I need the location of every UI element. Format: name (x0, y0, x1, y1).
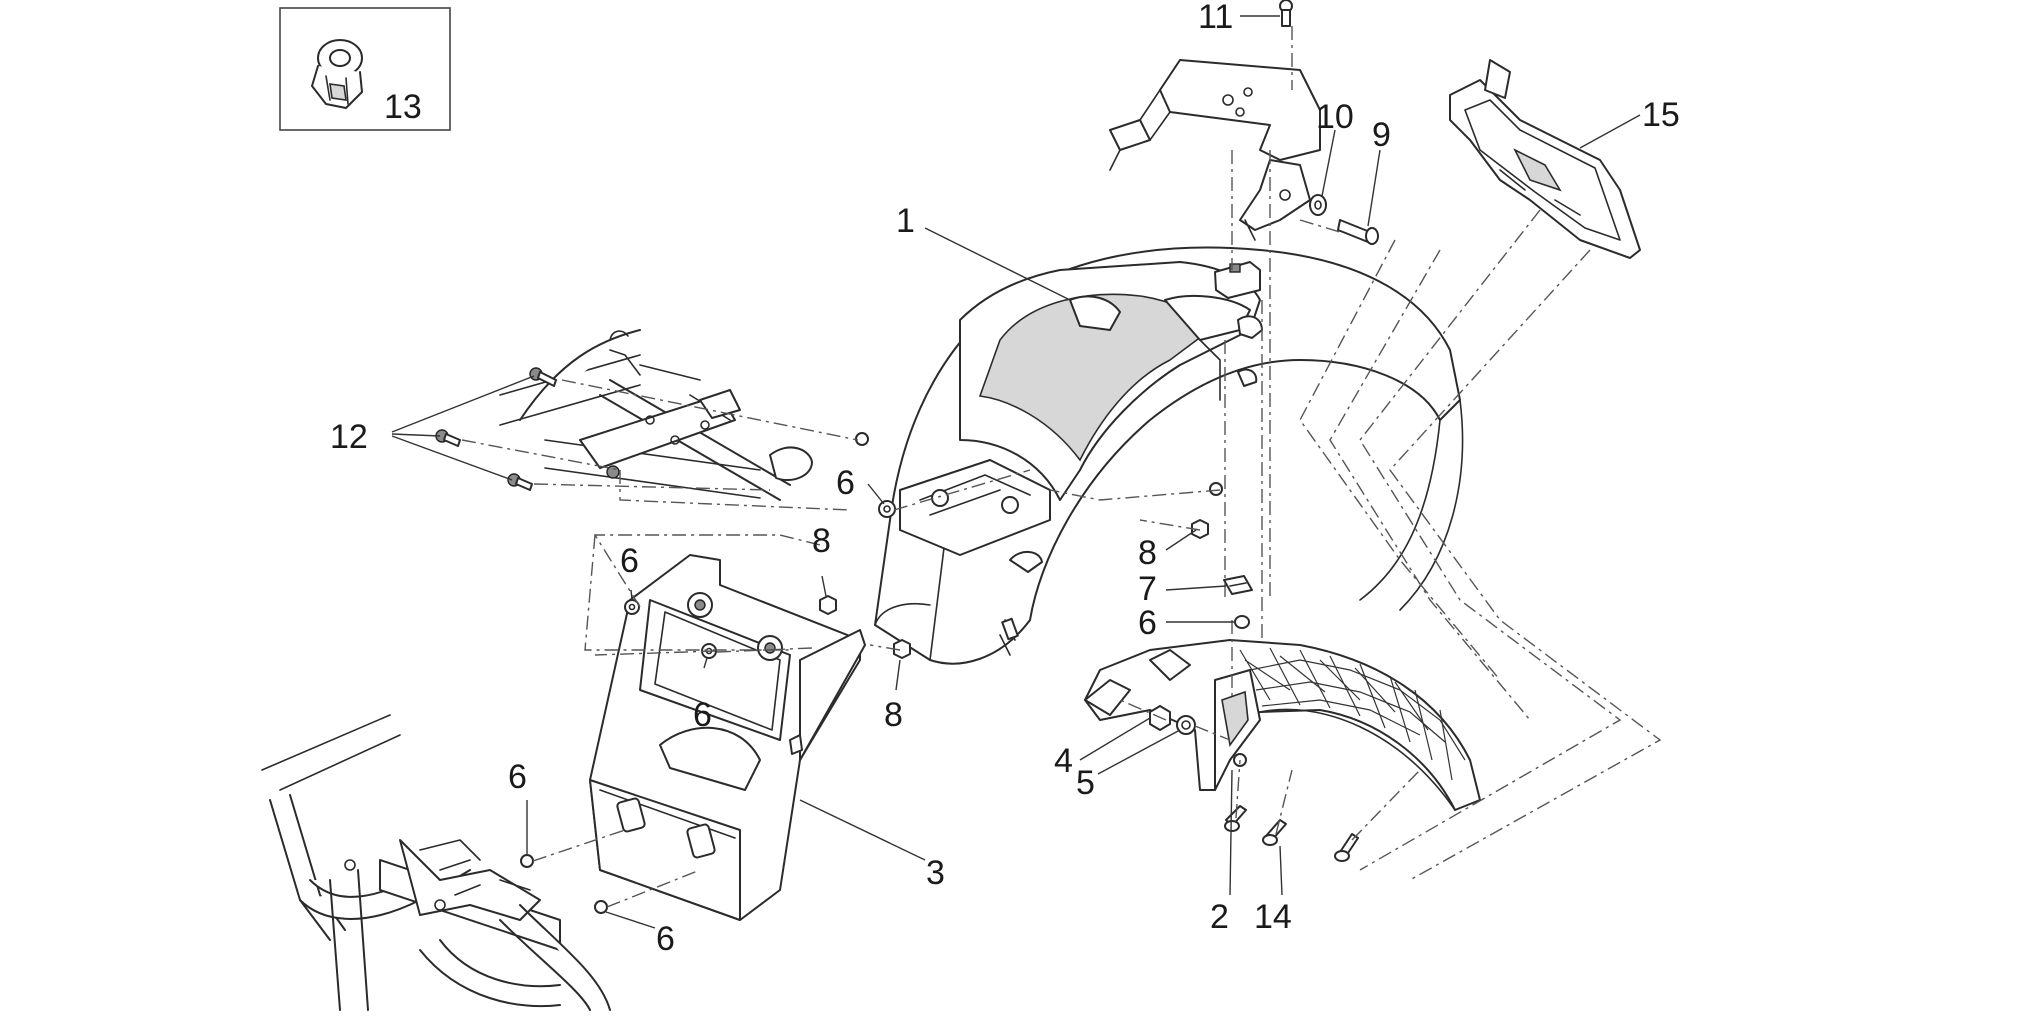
nut-part-8-b (893, 639, 911, 659)
callout-9: 9 (1372, 116, 1391, 154)
callout-8-fender: 8 (1138, 534, 1157, 572)
callout-8-side: 8 (884, 696, 903, 734)
callout-6-upper: 6 (836, 464, 855, 502)
callout-6-lower-left: 6 (508, 758, 527, 796)
callout-6-lower: 6 (656, 920, 675, 958)
callout-3: 3 (926, 854, 945, 892)
screw-frame-mount (606, 465, 620, 479)
screw-part-14-b (1262, 819, 1287, 846)
screw-part-12-b (435, 429, 461, 447)
washer-part-6-f (1234, 615, 1250, 629)
callout-1: 1 (896, 202, 915, 240)
screw-part-14-c (1334, 833, 1359, 862)
rear-fender-part-1 (874, 246, 1464, 665)
washer-upper-fender (855, 432, 869, 446)
washer-part-6-d (520, 854, 534, 868)
license-plate-support-part-3 (589, 554, 866, 921)
spacer-part-5 (1176, 715, 1196, 735)
washer-part-6-e (594, 900, 608, 914)
callout-5: 5 (1076, 764, 1095, 802)
callout-4: 4 (1054, 742, 1073, 780)
callout-12: 12 (330, 418, 368, 456)
callout-6-plate-center: 6 (693, 696, 712, 734)
callout-11: 11 (1198, 0, 1233, 36)
frame-tubes-lower (261, 714, 611, 1011)
callout-6-plate-left: 6 (620, 542, 639, 580)
assembly-lines (461, 26, 1662, 908)
clip-nut-part-7 (1223, 575, 1253, 595)
nut-part-8-c (1191, 519, 1209, 539)
screw-part-12-c (507, 473, 533, 491)
callout-8-plate: 8 (812, 522, 831, 560)
cable-clip-part-13 (311, 39, 363, 109)
license-plate-holder-part-15 (1449, 59, 1641, 259)
callout-labels: 11 10 9 15 13 1 12 6 6 8 8 7 6 6 8 4 5 6… (330, 0, 1680, 958)
screw-part-11 (1279, 0, 1293, 27)
callout-7: 7 (1138, 570, 1157, 608)
mudguard-mesh (1239, 647, 1466, 781)
washer-part-10 (1309, 194, 1327, 216)
screw-part-14-a (1224, 805, 1247, 832)
callout-6-fender: 6 (1138, 604, 1157, 642)
callout-13: 13 (384, 88, 422, 126)
inset-clip-box (279, 7, 451, 131)
callout-10: 10 (1316, 98, 1354, 136)
washer-part-6-b (624, 599, 640, 615)
screw-part-9 (1337, 219, 1379, 245)
washer-part-6-a (878, 500, 896, 518)
callout-2: 2 (1210, 898, 1229, 936)
callout-14: 14 (1254, 898, 1292, 936)
callout-15: 15 (1642, 96, 1680, 134)
washer-fender-right (1209, 482, 1223, 496)
rear-bracket (1109, 59, 1321, 241)
leader-lines (391, 15, 1641, 929)
frame-tubes-upper (499, 329, 813, 501)
inner-mudguard-part-2 (1084, 639, 1481, 811)
nut-part-8-a (819, 595, 837, 615)
